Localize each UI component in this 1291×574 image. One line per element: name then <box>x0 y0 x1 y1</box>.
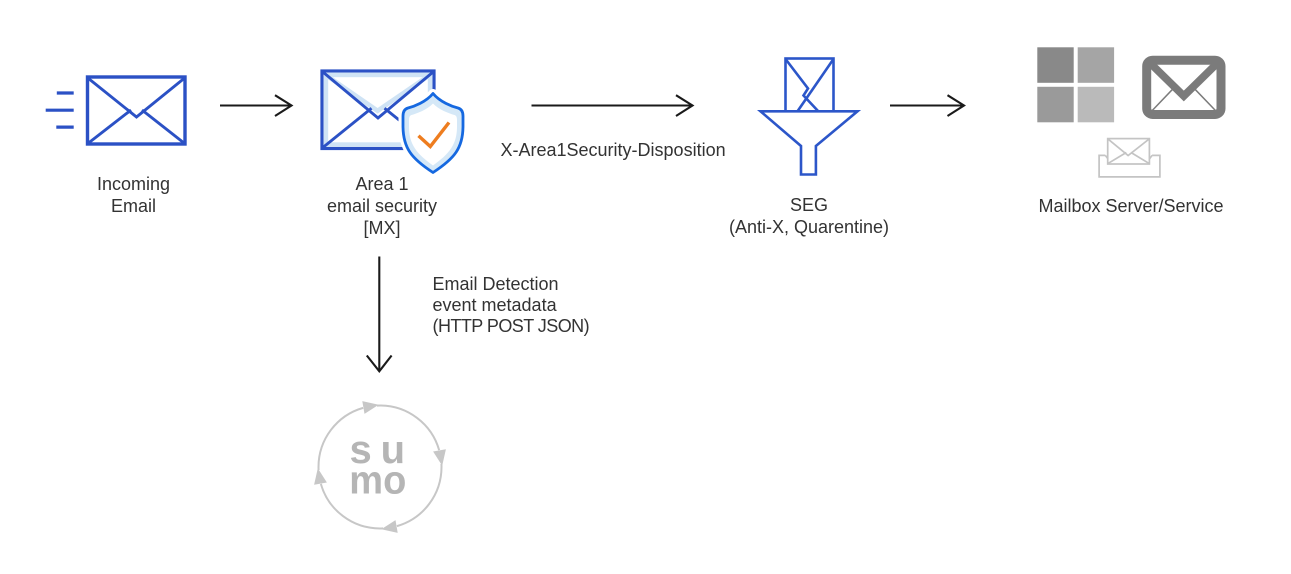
svg-text:mo: mo <box>349 459 406 503</box>
